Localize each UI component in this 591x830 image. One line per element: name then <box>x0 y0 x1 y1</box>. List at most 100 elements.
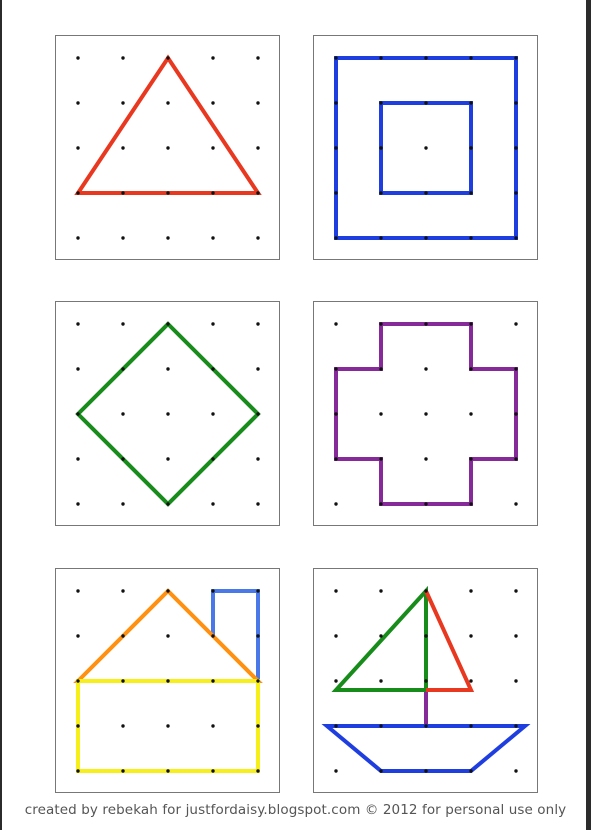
peg-dot <box>166 101 170 105</box>
peg-dot <box>514 412 518 416</box>
house-band-1 <box>211 589 260 681</box>
peg-dot <box>121 191 125 195</box>
peg-dot <box>424 146 428 150</box>
peg-dot <box>379 101 383 105</box>
peg-dot <box>469 236 473 240</box>
peg-dot <box>334 367 338 371</box>
peg-dot <box>76 589 80 593</box>
peg-dot <box>121 679 125 683</box>
peg-dot <box>76 724 80 728</box>
peg-dot <box>379 146 383 150</box>
geoboard-sailboat <box>313 568 538 793</box>
peg-dot <box>469 769 473 773</box>
peg-dot <box>514 236 518 240</box>
peg-dot <box>379 724 383 728</box>
peg-dot <box>424 679 428 683</box>
sailboat-band-4 <box>321 724 531 773</box>
peg-dot <box>514 367 518 371</box>
peg-dot <box>166 236 170 240</box>
board-canvas <box>74 54 262 240</box>
peg-dot <box>469 589 473 593</box>
peg-dot <box>166 146 170 150</box>
peg-dot <box>469 367 473 371</box>
peg-dot <box>211 589 215 593</box>
peg-dot <box>379 412 383 416</box>
peg-dot <box>211 679 215 683</box>
geoboard-triangle <box>55 35 280 260</box>
peg-dot <box>121 724 125 728</box>
peg-dot <box>469 634 473 638</box>
peg-dot <box>211 322 215 326</box>
peg-dot <box>334 502 338 506</box>
board-canvas <box>334 56 518 240</box>
board-canvas <box>321 585 531 773</box>
peg-dot <box>121 101 125 105</box>
peg-dot <box>334 101 338 105</box>
peg-dot <box>334 679 338 683</box>
peg-dot <box>379 191 383 195</box>
peg-dot <box>121 502 125 506</box>
peg-dot <box>469 146 473 150</box>
peg-dot <box>424 769 428 773</box>
peg-dot <box>76 457 80 461</box>
peg-dot <box>76 191 80 195</box>
credit-line: created by rebekah for justfordaisy.blog… <box>24 802 567 818</box>
peg-dot <box>76 146 80 150</box>
peg-dot <box>256 634 260 638</box>
peg-dot <box>166 367 170 371</box>
peg-dot <box>166 457 170 461</box>
peg-dot <box>334 634 338 638</box>
sailboat-band-2 <box>331 585 428 692</box>
peg-dot <box>211 457 215 461</box>
peg-dot <box>256 367 260 371</box>
peg-dot <box>469 101 473 105</box>
peg-dot <box>121 322 125 326</box>
peg-dot <box>76 236 80 240</box>
peg-dot <box>424 412 428 416</box>
peg-dot <box>76 367 80 371</box>
peg-dot <box>76 101 80 105</box>
peg-dot <box>121 236 125 240</box>
peg-dot <box>211 146 215 150</box>
peg-dot <box>379 634 383 638</box>
peg-dot <box>424 101 428 105</box>
peg-dot <box>469 679 473 683</box>
peg-dot <box>166 589 170 593</box>
peg-dot <box>379 589 383 593</box>
peg-dot <box>334 236 338 240</box>
peg-dot <box>211 101 215 105</box>
page-edge-left <box>0 0 2 830</box>
peg-dot <box>514 679 518 683</box>
peg-dot <box>256 502 260 506</box>
peg-dot <box>211 634 215 638</box>
peg-dot <box>334 589 338 593</box>
peg-dot <box>76 56 80 60</box>
peg-dot <box>121 457 125 461</box>
peg-dot <box>76 322 80 326</box>
peg-dot <box>166 56 170 60</box>
geoboard-diamond <box>55 301 280 526</box>
triangle-band-1 <box>74 54 262 195</box>
peg-dot <box>166 322 170 326</box>
peg-dot <box>166 502 170 506</box>
peg-dot <box>334 769 338 773</box>
peg-dot <box>514 769 518 773</box>
peg-dot <box>424 322 428 326</box>
peg-dot <box>211 769 215 773</box>
peg-dot <box>211 502 215 506</box>
peg-dot <box>379 236 383 240</box>
peg-dot <box>166 634 170 638</box>
peg-dot <box>121 412 125 416</box>
peg-dot <box>469 191 473 195</box>
peg-dot <box>379 769 383 773</box>
peg-dot <box>166 412 170 416</box>
peg-dot <box>256 457 260 461</box>
peg-dot <box>334 724 338 728</box>
peg-dot <box>514 191 518 195</box>
peg-dot <box>76 502 80 506</box>
page-edge-right <box>586 0 591 830</box>
peg-dot <box>379 457 383 461</box>
peg-dot <box>256 322 260 326</box>
peg-dot <box>514 502 518 506</box>
board-canvas <box>73 588 263 773</box>
